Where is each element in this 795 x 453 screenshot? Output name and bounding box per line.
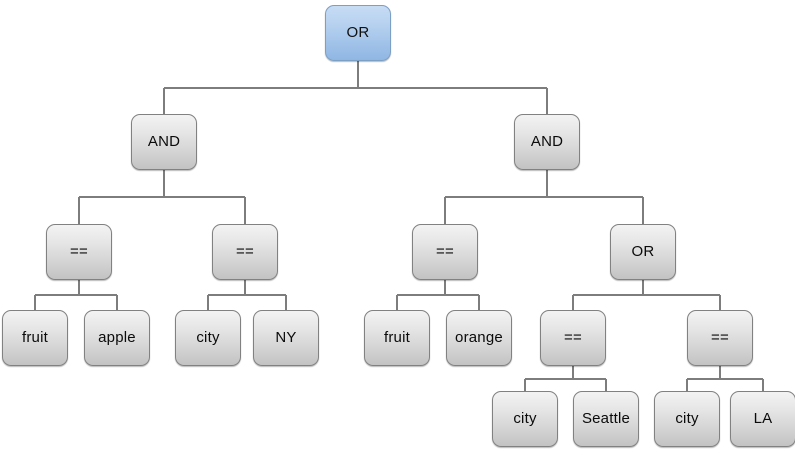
tree-node-label: == (70, 243, 88, 260)
tree-node-n6[interactable]: OR (610, 224, 676, 280)
tree-node-n14[interactable]: == (687, 310, 753, 366)
tree-node-label: fruit (383, 329, 410, 346)
tree-node-label: == (436, 243, 454, 260)
tree-node-n10[interactable]: NY (253, 310, 319, 366)
tree-node-n9[interactable]: city (175, 310, 241, 366)
tree-node-label: apple (98, 329, 136, 346)
tree-node-n16[interactable]: Seattle (573, 391, 639, 447)
tree-node-label: OR (346, 24, 370, 41)
tree-node-label: fruit (21, 329, 48, 346)
tree-node-label: city (513, 410, 537, 427)
tree-node-label: NY (275, 329, 297, 346)
tree-node-n4[interactable]: == (212, 224, 278, 280)
tree-node-label: == (236, 243, 254, 260)
tree-node-label: city (196, 329, 220, 346)
tree-node-n5[interactable]: == (412, 224, 478, 280)
tree-node-n2[interactable]: AND (514, 114, 580, 170)
tree-node-n15[interactable]: city (492, 391, 558, 447)
tree-node-n0[interactable]: OR (325, 5, 391, 61)
tree-node-n7[interactable]: fruit (2, 310, 68, 366)
tree-node-label: AND (530, 133, 564, 150)
tree-node-label: == (711, 329, 729, 346)
tree-node-n1[interactable]: AND (131, 114, 197, 170)
tree-node-label: Seattle (581, 410, 631, 427)
tree-node-n18[interactable]: LA (730, 391, 795, 447)
tree-node-n12[interactable]: orange (446, 310, 512, 366)
tree-node-label: LA (753, 410, 773, 427)
tree-node-n11[interactable]: fruit (364, 310, 430, 366)
tree-node-n17[interactable]: city (654, 391, 720, 447)
tree-node-label: city (675, 410, 699, 427)
tree-node-label: AND (147, 133, 181, 150)
tree-node-n3[interactable]: == (46, 224, 112, 280)
tree-node-n13[interactable]: == (540, 310, 606, 366)
tree-node-label: OR (631, 243, 655, 260)
tree-node-label: == (564, 329, 582, 346)
tree-node-n8[interactable]: apple (84, 310, 150, 366)
tree-node-label: orange (455, 329, 503, 346)
